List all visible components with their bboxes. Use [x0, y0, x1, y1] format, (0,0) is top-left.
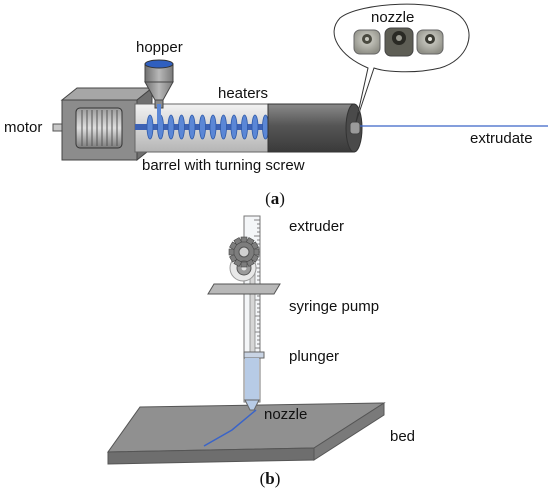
gear-tooth: [250, 253, 259, 263]
plunger-head: [243, 351, 265, 359]
gear-teeth: [228, 236, 260, 268]
screw-flight: [251, 114, 259, 140]
motor-ribs: [81, 110, 118, 146]
caption-b: (b): [260, 469, 281, 488]
label-extrudate: extrudate: [470, 130, 533, 147]
caption-a-letter: a: [271, 189, 280, 208]
caption-b-open: (: [260, 469, 266, 488]
caption-a-open: (: [265, 189, 271, 208]
screw-flight: [188, 114, 196, 140]
gear-tooth: [245, 258, 255, 267]
caption-a: (a): [265, 189, 285, 208]
screw-flight: [230, 114, 238, 140]
label-extruder: extruder: [289, 218, 344, 235]
label-syringe-pump: syringe pump: [289, 298, 379, 315]
nozzle-sample-3: [416, 29, 444, 55]
gear-tooth: [240, 236, 248, 243]
syringe-fluid: [245, 358, 259, 400]
screw-flight: [209, 114, 217, 140]
gear-tooth: [229, 241, 238, 251]
screw-flight: [199, 114, 206, 140]
label-nozzle-callout: nozzle: [371, 9, 414, 26]
gear-tooth: [233, 237, 243, 246]
gear-tooth: [250, 241, 259, 251]
screw-flight: [146, 114, 154, 140]
syringe-scale: [254, 219, 260, 349]
pump-plate: [207, 283, 281, 295]
panel-b: extruder syringe pump plunger nozzle bed…: [107, 215, 415, 488]
screw-flight: [178, 114, 185, 140]
label-bed: bed: [390, 428, 415, 445]
panel-a: motor hopper heaters nozzle extrudate ba…: [4, 3, 548, 208]
bed-side: [313, 402, 385, 461]
gear-tooth: [240, 261, 248, 268]
label-heaters: heaters: [218, 85, 268, 102]
screw-flights: [146, 114, 269, 140]
label-nozzle: nozzle: [264, 406, 307, 423]
screw-flight: [220, 114, 227, 140]
nozzle-sample-2: [384, 27, 414, 57]
gear-tooth: [229, 253, 238, 263]
syringe-needle: [244, 399, 260, 411]
caption-b-close: ): [275, 469, 281, 488]
nozzle-tip: [349, 121, 361, 135]
gear-tooth: [233, 258, 243, 267]
gear-tooth: [253, 248, 260, 256]
caption-a-close: ): [279, 189, 285, 208]
label-motor: motor: [4, 119, 42, 136]
caption-b-letter: b: [265, 469, 274, 488]
gear-tooth: [245, 237, 255, 246]
motor-body: [75, 107, 123, 149]
heater-block: [267, 103, 355, 153]
label-barrel: barrel with turning screw: [142, 157, 305, 174]
hopper: [144, 59, 174, 124]
screw-flight: [167, 114, 175, 140]
nozzle-sample-1: [353, 29, 381, 55]
gear-tooth: [228, 248, 235, 256]
bed-top: [107, 402, 386, 453]
screw-flight: [241, 114, 248, 140]
label-hopper: hopper: [136, 39, 183, 56]
deposited-filament: [203, 409, 257, 447]
label-plunger: plunger: [289, 348, 339, 365]
